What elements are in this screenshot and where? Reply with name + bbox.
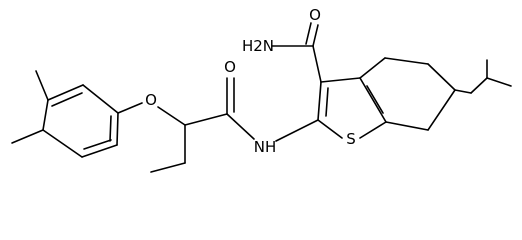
bond-amide-co-double [305,22,312,45]
bond-c3a-c7a-inner [366,85,384,114]
bond-c6-c5 [427,63,456,91]
bond-ar1-ar6-inner [109,115,112,142]
bond-methyl-3 [35,70,49,101]
bond-methyl-4 [11,129,44,144]
bond-c3a-c7a [359,77,387,123]
molecule-structure: O H2N S NH O O [11,6,512,173]
bond-ethyl-methyl [150,162,186,173]
bond-c2-nh [275,119,319,142]
structure-canvas: O H2N S NH O O [11,6,512,173]
bond-ca-o-ether [157,106,186,126]
bond-ar3-ar4 [42,99,49,131]
bond-c3-c3a [320,77,361,83]
bond-ar4-ar5 [42,129,83,158]
bond-c4-c3a [359,57,386,79]
bond-ar2-ar3 [47,84,84,101]
bond-ar5-ar6 [81,144,118,158]
bond-c6-c7 [427,89,456,131]
amide-nh2-label: H2N [242,37,274,55]
bond-o-aryl [117,102,143,114]
bond-ar5-ar6-inner [83,139,112,150]
thiophene-sulfur-label: S [346,130,356,148]
bond-c7a-s [359,121,387,139]
ether-oxygen-label: O [145,91,157,109]
bond-c2-c3 [317,81,322,121]
bond-carbonyl-ca [184,113,228,126]
bond-c5-c4 [384,57,429,65]
bond-ar2-ar3-inner [51,92,83,107]
bond-amide-co [312,24,319,47]
amide-carbonyl-oxygen-label: O [309,6,321,24]
bond-nh-carbonyl [226,113,255,140]
bond-tbu-methyl-right [486,77,512,87]
bond-ar1-ar2 [82,84,119,114]
bond-lines [11,22,512,173]
bond-tbu-to-ring [454,89,472,94]
bond-c3-amide-c [312,45,322,83]
bond-ar6-ar1 [116,112,119,146]
bond-tbu-methyl-left [470,77,488,94]
bond-s-c2 [317,119,343,139]
amide-nh-label: NH [254,138,277,156]
atom-labels: O H2N S NH O O [145,6,356,156]
bond-c7-c7a [385,121,429,131]
butanamide-oxygen-label: O [224,58,236,76]
bond-c2-c3-inner [325,87,329,117]
